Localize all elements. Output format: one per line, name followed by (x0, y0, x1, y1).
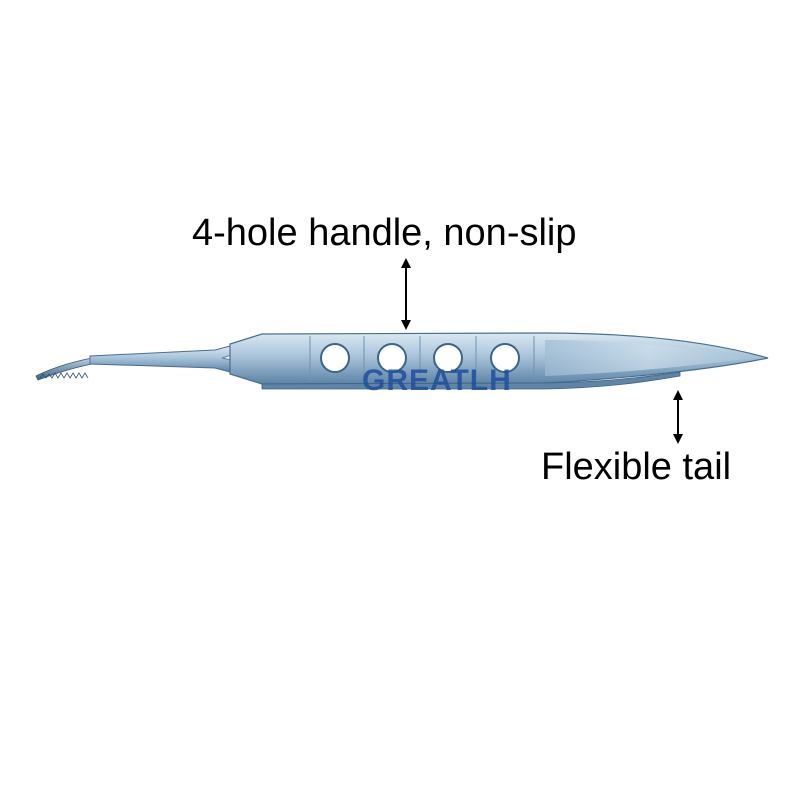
handle-hole (320, 343, 350, 373)
tail-arrow (673, 390, 683, 444)
serrated-tip (35, 357, 93, 381)
handle-holes (320, 343, 520, 373)
handle-annotation-label: 4-hole handle, non-slip (192, 212, 577, 254)
brand-watermark: GREATLH (362, 364, 512, 397)
handle-hole (490, 343, 520, 373)
handle-hole (433, 343, 463, 373)
tail-annotation-label: Flexible tail (541, 446, 732, 488)
handle-arrow (401, 258, 411, 330)
handle-segment-lines (309, 336, 535, 382)
flexible-tail (545, 340, 752, 376)
handle-hole (377, 343, 407, 373)
forceps-shaft (89, 345, 231, 373)
